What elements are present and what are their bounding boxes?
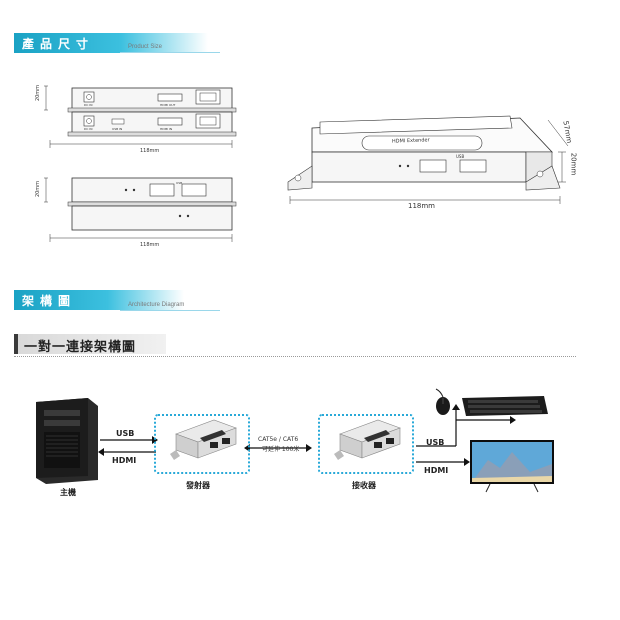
port-label-dc-in: DC IN [84, 103, 93, 107]
product-size-drawings [44, 85, 569, 242]
transmitter-highlight-box [154, 414, 250, 474]
banner-underline [120, 52, 220, 53]
port-label-hdmi-in: HDMI IN [160, 127, 173, 131]
banner-underline [120, 310, 220, 311]
dim-label-118mm-bottom: 118mm [140, 242, 160, 248]
port-label-dc-in-2: DC IN [84, 127, 93, 131]
section-subtitle: Architecture Diagram [128, 302, 185, 308]
dim-label-20mm-top: 20mm [35, 84, 42, 102]
usb-label-left: USB [116, 429, 135, 438]
tv-icon [470, 440, 554, 493]
receiver-label: 接收器 [352, 481, 376, 490]
front-views-drawing [44, 85, 237, 148]
dim-label-20mm-right: 20mm [569, 152, 578, 176]
cable-label: CAT5e / CAT6 [258, 436, 299, 443]
section-subtitle: Product Size [128, 44, 163, 50]
hdmi-label-left: HDMI [112, 456, 137, 465]
dim-label-118mm-top: 118mm [140, 148, 160, 154]
port-label-usb-right: USB [456, 154, 465, 159]
back-views-drawing [44, 177, 237, 242]
section-title: 產品尺寸 [22, 37, 95, 51]
section-banner-architecture: 架構圖 [14, 290, 184, 310]
transmitter-label: 發射器 [186, 481, 210, 490]
keyboard-icon [462, 396, 548, 416]
dim-label-118mm-right: 118mm [408, 202, 435, 210]
cable-sublabel: 可延伸 100米 [262, 446, 300, 453]
mouse-icon [435, 388, 450, 415]
receiver-highlight-box [318, 414, 414, 474]
transmitter-device-icon [170, 419, 237, 460]
subsection-header: 一對一連接架構圖 [14, 334, 166, 355]
port-label-usb-in: USB IN [112, 127, 123, 131]
host-label: 主機 [60, 488, 76, 497]
divider [14, 356, 576, 357]
usb-label-right: USB [426, 438, 445, 447]
hdmi-label-right: HDMI [424, 466, 449, 475]
subsection-title: 一對一連接架構圖 [24, 340, 137, 355]
section-banner-product-size: 產品尺寸 [14, 33, 208, 53]
architecture-diagram [36, 388, 554, 493]
perspective-drawing [287, 115, 569, 204]
port-label-hdmi-out: HDMI OUT [160, 103, 176, 107]
section-title: 架構圖 [22, 294, 77, 308]
pc-tower-icon [36, 398, 98, 484]
port-label-usb-back: USB [176, 181, 183, 185]
receiver-device-icon [334, 419, 401, 460]
dim-label-20mm-bottom: 20mm [35, 180, 42, 198]
